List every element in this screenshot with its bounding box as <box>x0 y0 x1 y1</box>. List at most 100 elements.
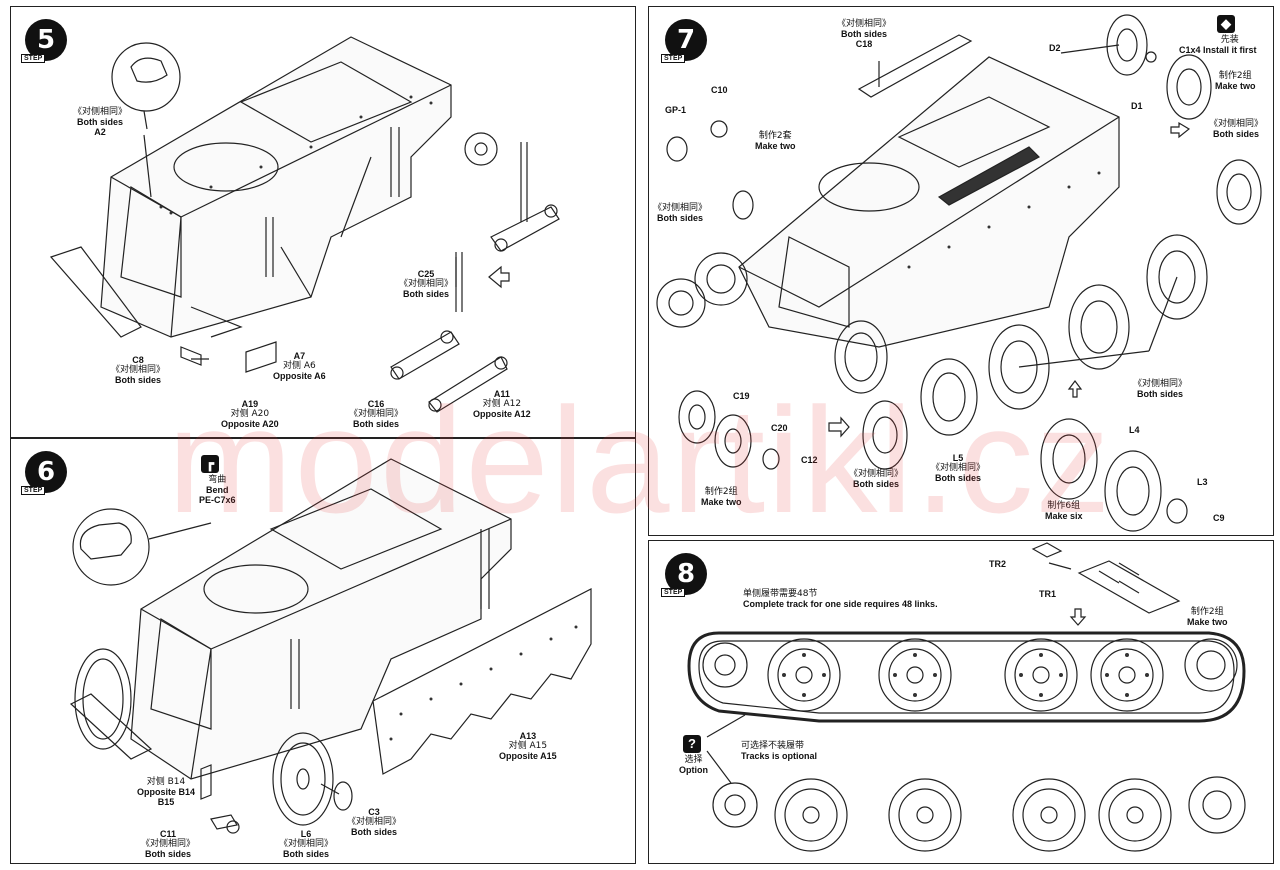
label-en: Both sides <box>403 289 450 299</box>
label-en: Opposite B14 <box>137 787 196 797</box>
label-option: 选择 Option <box>679 755 708 775</box>
part-d1: D1 <box>1131 101 1143 111</box>
step-6-drawing <box>69 458 592 834</box>
label-en: Both sides <box>283 849 330 859</box>
label-en: Make two <box>1215 81 1256 91</box>
label-en: Make two <box>755 141 796 151</box>
step-word: STEP <box>21 486 46 495</box>
step-word: STEP <box>661 588 686 597</box>
part-c1x4: C1x4 <box>1179 45 1201 55</box>
label-en: Bend <box>206 485 229 495</box>
step-number: 7 <box>676 25 696 55</box>
label-a13: A13 对侧 A15 Opposite A15 <box>499 731 557 761</box>
label-l6: L6 《对侧相同》 Both sides <box>279 829 333 859</box>
part-a2: A2 <box>94 127 106 137</box>
install-first-icon: ◆ <box>1217 15 1235 33</box>
step-7-panel: 7 STEP ◆ <box>648 6 1274 536</box>
part-a11: A11 <box>493 389 510 399</box>
label-make-six: 制作6组 Make six <box>1045 501 1083 521</box>
label-zh: 对侧 B14 <box>146 777 186 787</box>
label-zh: 弯曲 <box>208 475 227 485</box>
step-8-panel: 8 STEP ? <box>648 540 1274 864</box>
label-a2-both-sides: 《对侧相同》 Both sides A2 <box>73 107 127 137</box>
label-zh: 单侧履带需要48节 <box>743 589 818 599</box>
part-c16: C16 <box>367 399 385 409</box>
label-zh: 《对侧相同》 <box>141 839 196 849</box>
label-en: Make two <box>1187 617 1228 627</box>
part-tr1: TR1 <box>1039 589 1057 599</box>
step-number: 5 <box>36 25 56 55</box>
label-zh: 《对侧相同》 <box>849 469 904 479</box>
label-c8: C8 《对侧相同》 Both sides <box>111 355 165 385</box>
label-a19: A19 对侧 A20 Opposite A20 <box>221 399 279 429</box>
part-d2: D2 <box>1049 43 1061 53</box>
label-c3: C3 《对侧相同》 Both sides <box>347 807 401 837</box>
part-a7: A7 <box>293 351 306 361</box>
label-en: Both sides <box>841 29 888 39</box>
step-6-panel: 6 STEP ┏ <box>10 438 636 864</box>
label-zh: 《对侧相同》 <box>73 107 128 117</box>
label-make-two-top: 制作2组 Make two <box>1215 71 1256 91</box>
label-zh: 制作2组 <box>1218 71 1252 81</box>
label-zh: 先装 <box>1220 35 1239 45</box>
part-c8: C8 <box>132 355 144 365</box>
part-c19: C19 <box>733 391 750 401</box>
label-b14: 对侧 B14 Opposite B14 B15 <box>137 777 195 807</box>
step-8-drawing <box>687 542 1246 852</box>
label-l5: L5 《对侧相同》 Both sides <box>931 453 985 483</box>
step-5-panel: 5 STEP <box>10 6 636 438</box>
part-c20: C20 <box>771 423 788 433</box>
label-en: Both sides <box>77 117 124 127</box>
label-zh: 对侧 A15 <box>508 741 548 751</box>
label-wheels-both-sides: 《对侧相同》 Both sides <box>1133 379 1187 399</box>
label-en: Make two <box>701 497 742 507</box>
label-en: Both sides <box>145 849 192 859</box>
label-en: Both sides <box>351 827 398 837</box>
step-6-badge: 6 STEP <box>21 451 67 495</box>
label-en: Both sides <box>115 375 162 385</box>
part-l5: L5 <box>952 453 964 463</box>
part-l6: L6 <box>300 829 312 839</box>
label-right-both-sides: 《对侧相同》 Both sides <box>1209 119 1263 139</box>
bend-icon: ┏ <box>201 455 219 473</box>
label-zh: 《对侧相同》 <box>347 817 402 827</box>
label-en: Make six <box>1045 511 1083 521</box>
part-a13: A13 <box>519 731 537 741</box>
label-bend: 弯曲 Bend PE-C7x6 <box>199 475 236 505</box>
step-7-badge: 7 STEP <box>661 19 707 63</box>
part-c11: C11 <box>160 829 177 839</box>
label-en: Both sides <box>657 213 704 223</box>
step-5-drawing <box>49 36 560 413</box>
label-left-both-sides: 《对侧相同》 Both sides <box>653 203 707 223</box>
part-pe-c7: PE-C7x6 <box>199 495 236 505</box>
label-zh: 制作6组 <box>1047 501 1081 511</box>
label-c25: C25 《对侧相同》 Both sides <box>399 269 453 299</box>
label-en: Both sides <box>353 419 400 429</box>
step-number: 6 <box>36 457 56 487</box>
label-c11: C11 《对侧相同》 Both sides <box>141 829 195 859</box>
label-en: Opposite A20 <box>221 419 279 429</box>
label-zh: 制作2组 <box>704 487 738 497</box>
part-l4: L4 <box>1129 425 1140 435</box>
label-en: Both sides <box>853 479 900 489</box>
part-a19: A19 <box>241 399 259 409</box>
label-make-two-set: 制作2套 Make two <box>755 131 796 151</box>
part-gp1: GP-1 <box>665 105 687 115</box>
label-install-first: 先装 Install it first <box>1203 35 1257 55</box>
label-zh: 《对侧相同》 <box>111 365 166 375</box>
part-c3: C3 <box>368 807 380 817</box>
part-l3: L3 <box>1197 477 1208 487</box>
label-en: Opposite A15 <box>499 751 557 761</box>
part-c18: C18 <box>855 39 873 49</box>
part-b15: B15 <box>157 797 175 807</box>
label-zh: 对侧 A12 <box>482 399 522 409</box>
label-zh: 《对侧相同》 <box>931 463 986 473</box>
label-en: Install it first <box>1203 45 1257 55</box>
label-en: Option <box>679 765 708 775</box>
part-c10: C10 <box>711 85 728 95</box>
label-zh: 《对侧相同》 <box>279 839 334 849</box>
label-make-two-idler: 制作2组 Make two <box>701 487 742 507</box>
label-en: Opposite A6 <box>273 371 326 381</box>
label-en: Complete track for one side requires 48 … <box>743 599 938 609</box>
label-track-count: 单侧履带需要48节 Complete track for one side re… <box>743 589 938 609</box>
